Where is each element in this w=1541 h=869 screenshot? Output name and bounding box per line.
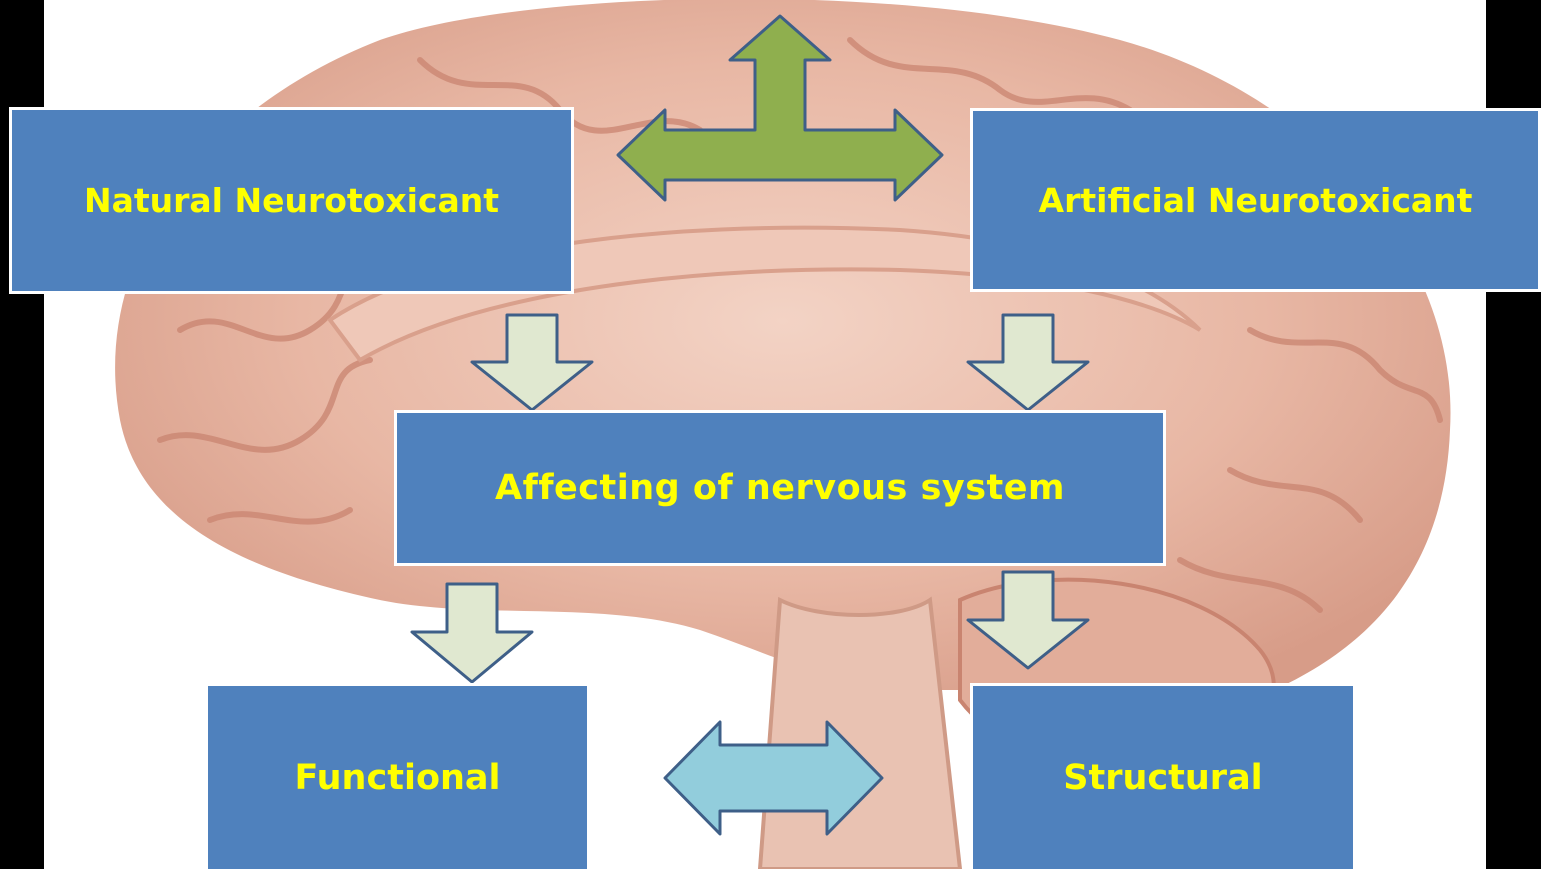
- bottom-double-arrow-icon: [665, 722, 882, 834]
- node-natural-neurotoxicant: Natural Neurotoxicant: [9, 107, 574, 294]
- node-affecting-label: Affecting of nervous system: [495, 468, 1065, 508]
- node-functional-label: Functional: [294, 758, 500, 798]
- node-affecting-nervous-system: Affecting of nervous system: [394, 410, 1166, 566]
- node-natural-label: Natural Neurotoxicant: [84, 181, 499, 220]
- down-arrow-functional-icon: [412, 584, 532, 682]
- node-artificial-neurotoxicant: Artificial Neurotoxicant: [970, 108, 1541, 292]
- node-artificial-label: Artificial Neurotoxicant: [1039, 181, 1473, 220]
- node-functional: Functional: [205, 683, 590, 869]
- down-arrow-artificial-icon: [968, 315, 1088, 410]
- top-triple-arrow-icon: [618, 16, 942, 200]
- down-arrow-structural-icon: [968, 572, 1088, 668]
- down-arrow-natural-icon: [472, 315, 592, 410]
- node-structural: Structural: [970, 683, 1356, 869]
- node-structural-label: Structural: [1063, 758, 1262, 798]
